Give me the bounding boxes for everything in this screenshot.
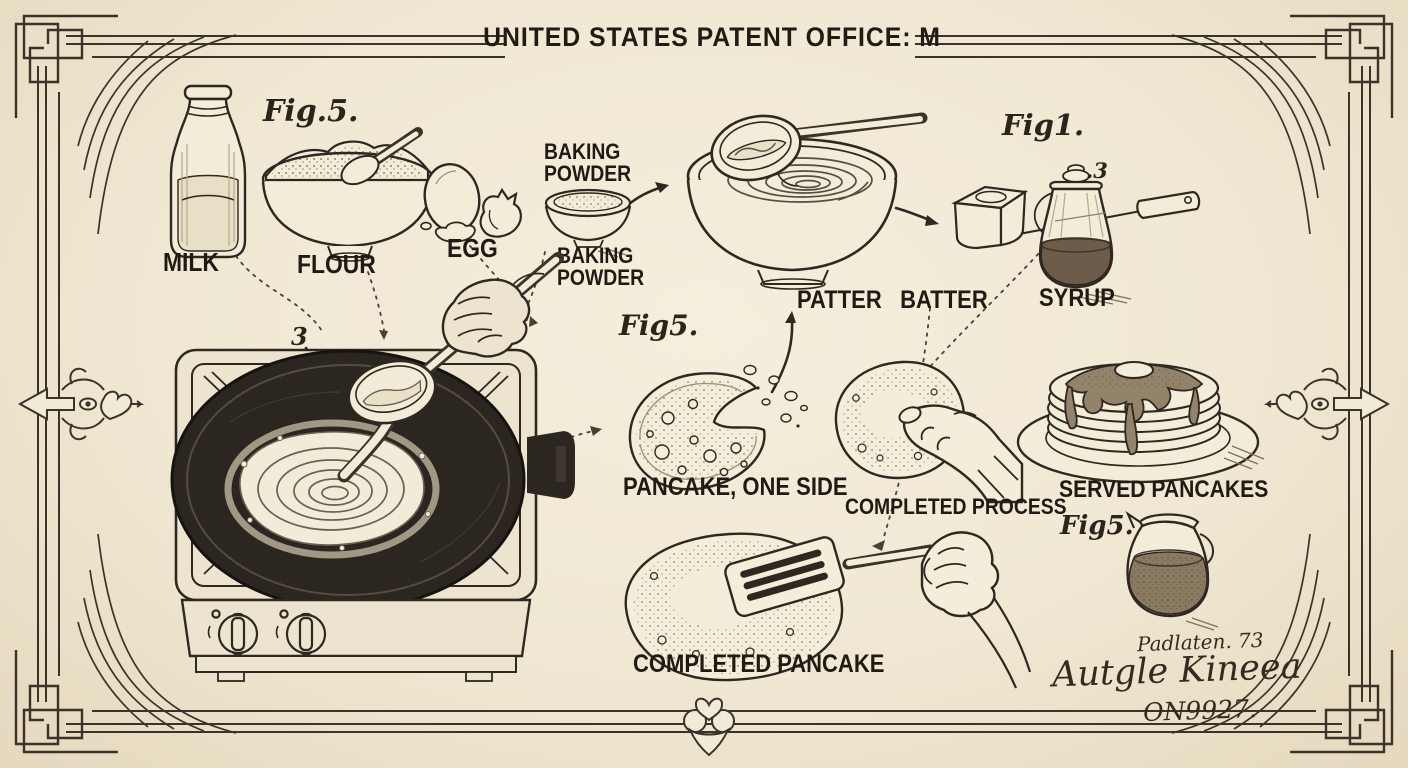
label-egg: EGG: [447, 233, 498, 263]
figure-label-bottom-right: Fig5.: [1060, 511, 1134, 541]
mixing-bowl-drawing: [686, 112, 928, 290]
flour-bowl-drawing: [261, 127, 435, 262]
figure-label-top-left: Fig.5.: [263, 94, 359, 129]
annotation-griddle-ref: 3: [291, 322, 308, 351]
label-baking-powder-bottom: BAKING POWDER: [557, 243, 645, 290]
label-milk: MILK: [163, 247, 219, 277]
egg-drawing: [420, 162, 522, 243]
clover-ornament: [683, 697, 735, 757]
completed-process-drawing: [834, 360, 1024, 504]
syrup-pitcher-drawing: [951, 164, 1201, 305]
figure-label-top-right: Fig1.: [1002, 108, 1085, 142]
label-baking-powder-top: BAKING POWDER: [544, 139, 632, 186]
completed-pancake-drawing: [624, 531, 1032, 689]
annotation-syrup-ref: .3: [1086, 158, 1108, 183]
signature-line-3: ON9927.: [1142, 694, 1258, 727]
milk-bottle-drawing: [169, 84, 247, 259]
label-served-pancakes: SERVED PANCAKES: [1059, 476, 1269, 503]
label-pancake-one-side: PANCAKE, ONE SIDE: [623, 473, 848, 501]
label-syrup: SYRUP: [1039, 284, 1115, 312]
page-title: UNITED STATES PATENT OFFICE: M: [483, 22, 941, 52]
label-completed-pancake: COMPLETED PANCAKE: [633, 650, 885, 678]
small-syrup-pitcher-drawing: [1125, 511, 1219, 631]
label-completed-process: COMPLETED PROCESS: [845, 494, 1067, 519]
stove-griddle-drawing: [170, 252, 575, 682]
pancake-one-side-drawing: [628, 364, 809, 491]
baking-powder-bowl-drawing: [544, 188, 632, 258]
label-flour: FLOUR: [297, 249, 376, 279]
label-batter: PATTER BATTER: [797, 286, 988, 314]
figure-label-middle: Fig5.: [619, 309, 699, 342]
served-pancakes-drawing: [1016, 361, 1265, 484]
